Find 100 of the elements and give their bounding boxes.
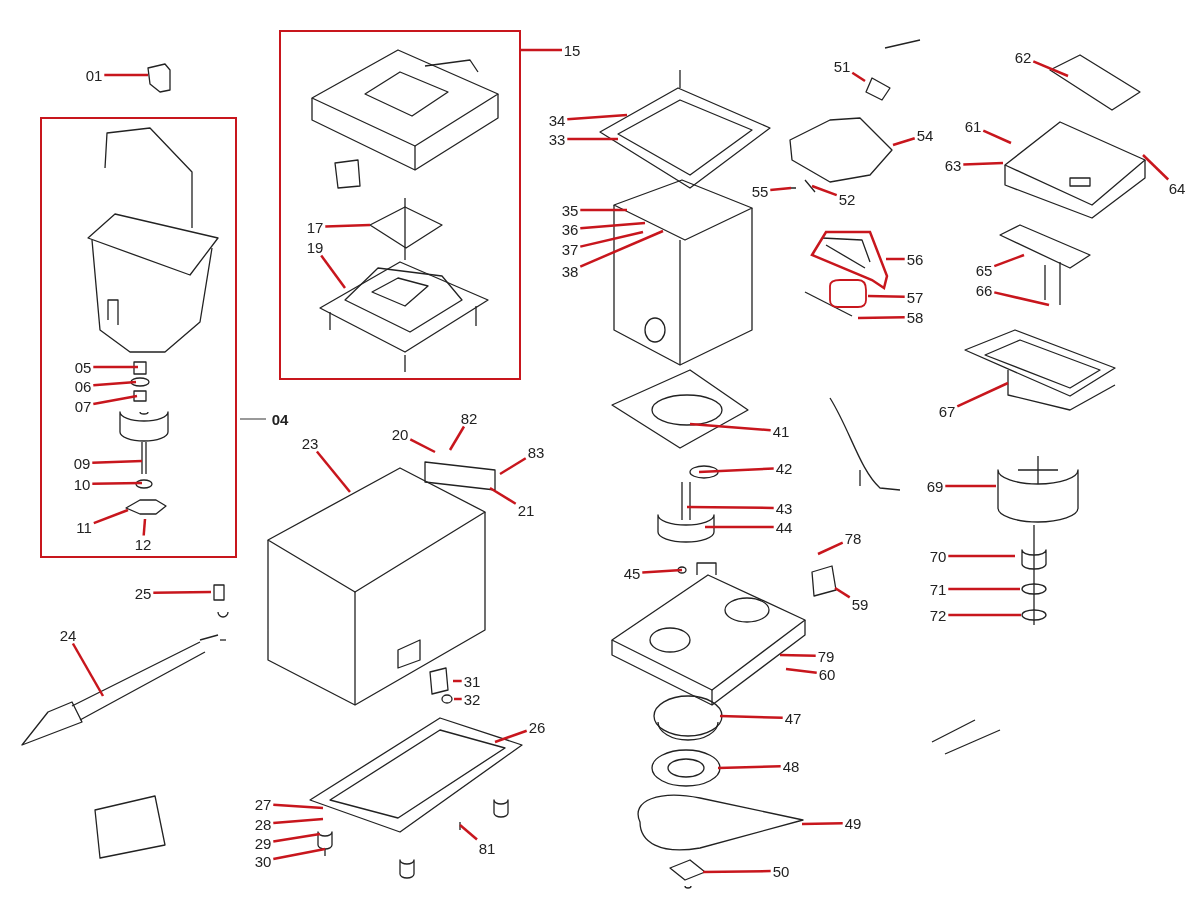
leader-line — [705, 525, 774, 529]
leader-line — [703, 869, 771, 874]
callout-number: 19 — [306, 239, 324, 255]
leader-line — [499, 457, 527, 476]
callout-number: 07 — [74, 398, 92, 414]
leader-line — [320, 254, 346, 289]
callout-number: 38 — [561, 263, 579, 279]
callout-number: 66 — [975, 282, 993, 298]
leader-line — [892, 137, 916, 147]
leader-line — [273, 847, 326, 861]
callout-number: 60 — [818, 666, 836, 682]
callout-number: 33 — [548, 131, 566, 147]
leader-line — [717, 765, 781, 770]
leader-line — [489, 486, 517, 505]
leader-line — [948, 587, 1020, 591]
leader-line — [580, 221, 646, 230]
leader-line — [93, 508, 129, 525]
callout-number: 56 — [906, 251, 924, 267]
leader-line — [567, 113, 628, 121]
callout-number: 54 — [916, 127, 934, 143]
leader-line — [817, 541, 844, 556]
leader-line — [153, 590, 211, 595]
callout-number: 30 — [254, 853, 272, 869]
callout-number: 20 — [391, 426, 409, 442]
leader-line — [886, 257, 905, 261]
leader-line — [71, 642, 105, 697]
callout-number: 55 — [751, 183, 769, 199]
callout-number: 82 — [460, 410, 478, 426]
leader-line — [142, 518, 147, 536]
callout-number: 81 — [478, 840, 496, 856]
callout-number: 67 — [938, 403, 956, 419]
callout-number: 24 — [59, 627, 77, 643]
leader-line — [273, 832, 321, 843]
leader-line — [945, 484, 996, 488]
callout-number: 49 — [844, 815, 862, 831]
group-frame — [40, 117, 237, 558]
callout-number: 37 — [561, 241, 579, 257]
callout-number: 69 — [926, 478, 944, 494]
callout-number: 62 — [1014, 49, 1032, 65]
callout-number: 83 — [527, 444, 545, 460]
callout-number: 11 — [76, 519, 92, 535]
callout-number: 09 — [73, 455, 91, 471]
leader-line — [273, 817, 324, 825]
callout-number: 28 — [254, 816, 272, 832]
callout-number: 12 — [134, 536, 152, 552]
callout-number: 70 — [929, 548, 947, 564]
callout-number: 29 — [254, 835, 272, 851]
callout-number: 52 — [838, 191, 856, 207]
leader-line — [580, 208, 627, 212]
callout-number: 57 — [906, 289, 924, 305]
leader-line — [454, 697, 462, 701]
callout-number: 48 — [782, 758, 800, 774]
callout-number: 51 — [833, 58, 851, 74]
callout-number: 59 — [851, 596, 869, 612]
callout-number: 35 — [561, 202, 579, 218]
callout-number: 61 — [964, 118, 982, 134]
leader-line — [92, 459, 143, 464]
leader-line — [92, 481, 143, 486]
leader-line — [579, 229, 664, 268]
callout-number: 41 — [772, 423, 790, 439]
callout-number: 05 — [74, 359, 92, 375]
callout-number: 10 — [73, 476, 91, 492]
leader-line — [325, 223, 371, 228]
callout-number: 36 — [561, 221, 579, 237]
callout-number: 47 — [784, 710, 802, 726]
callout-number: 58 — [906, 309, 924, 325]
leader-line — [273, 803, 324, 810]
leader-line — [785, 667, 817, 674]
leader-line — [994, 291, 1050, 307]
callout-number: 63 — [944, 157, 962, 173]
leader-line — [1032, 60, 1069, 78]
leader-line — [459, 824, 478, 841]
leader-line — [779, 653, 816, 658]
leader-line — [698, 467, 774, 474]
leader-line — [93, 365, 138, 369]
callout-number: 21 — [517, 502, 535, 518]
callout-number: 44 — [775, 519, 793, 535]
leader-line — [857, 315, 905, 320]
callout-number: 65 — [975, 262, 993, 278]
callout-number: 17 — [306, 219, 324, 235]
callout-number: 78 — [844, 530, 862, 546]
leader-line — [567, 137, 618, 141]
leader-line — [494, 729, 528, 744]
leader-line — [580, 230, 644, 248]
callout-number: 71 — [929, 581, 947, 597]
callout-number: 50 — [772, 863, 790, 879]
leader-line — [315, 450, 351, 493]
callout-number: 32 — [463, 691, 481, 707]
leader-line — [851, 71, 866, 83]
leader-line — [93, 394, 138, 406]
callout-number: 15 — [563, 42, 581, 58]
callout-number: 79 — [817, 648, 835, 664]
leader-line — [956, 381, 1009, 408]
leader-line — [687, 505, 774, 510]
leader-line — [811, 184, 838, 197]
callout-number: 31 — [463, 673, 481, 689]
leader-line — [963, 161, 1004, 166]
group-frame — [279, 30, 521, 380]
callout-number: 23 — [301, 435, 319, 451]
leader-line — [448, 425, 466, 451]
